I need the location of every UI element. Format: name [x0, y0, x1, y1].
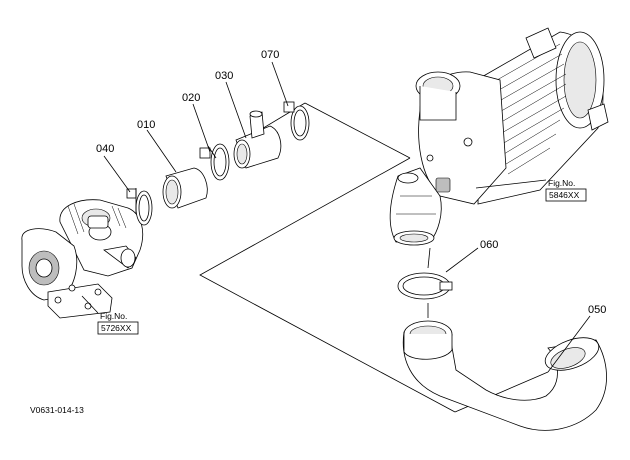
part-060-clamp — [397, 272, 453, 300]
part-030-pipe — [233, 110, 282, 169]
fig-ref-air-cleaner: Fig.No. 5846XX — [545, 178, 587, 202]
part-050-elbow-hose — [402, 320, 607, 431]
air-cleaner-assembly — [415, 27, 609, 205]
fig-ref-air-cleaner-box — [545, 188, 587, 202]
drawing-code: V0631-014-13 — [30, 405, 84, 415]
fig-ref-turbo: Fig.No. 5726XX — [97, 311, 139, 335]
label-060: 060 — [480, 239, 498, 251]
fig-ref-turbo-line2: 5726XX — [101, 323, 132, 333]
part-020-clamp — [199, 143, 230, 181]
leader-lines — [81, 61, 591, 373]
label-020: 020 — [182, 92, 200, 104]
label-070: 070 — [261, 49, 279, 61]
part-070-clamp — [283, 101, 310, 141]
label-050: 050 — [588, 304, 606, 316]
part-010-hose — [162, 167, 208, 209]
label-010: 010 — [137, 119, 155, 131]
part-040-clamp — [126, 188, 153, 226]
fig-ref-air-cleaner-line1: Fig.No. — [548, 178, 575, 188]
label-040: 040 — [96, 143, 114, 155]
fig-ref-turbo-box — [97, 321, 139, 335]
air-cleaner-outlet — [389, 167, 442, 246]
turbocharger-assembly — [21, 199, 144, 319]
part-labels: 040 010 020 030 070 060 050 — [96, 49, 606, 316]
fig-ref-turbo-line1: Fig.No. — [100, 311, 127, 321]
fig-ref-air-cleaner-line2: 5846XX — [549, 190, 580, 200]
label-030: 030 — [215, 70, 233, 82]
